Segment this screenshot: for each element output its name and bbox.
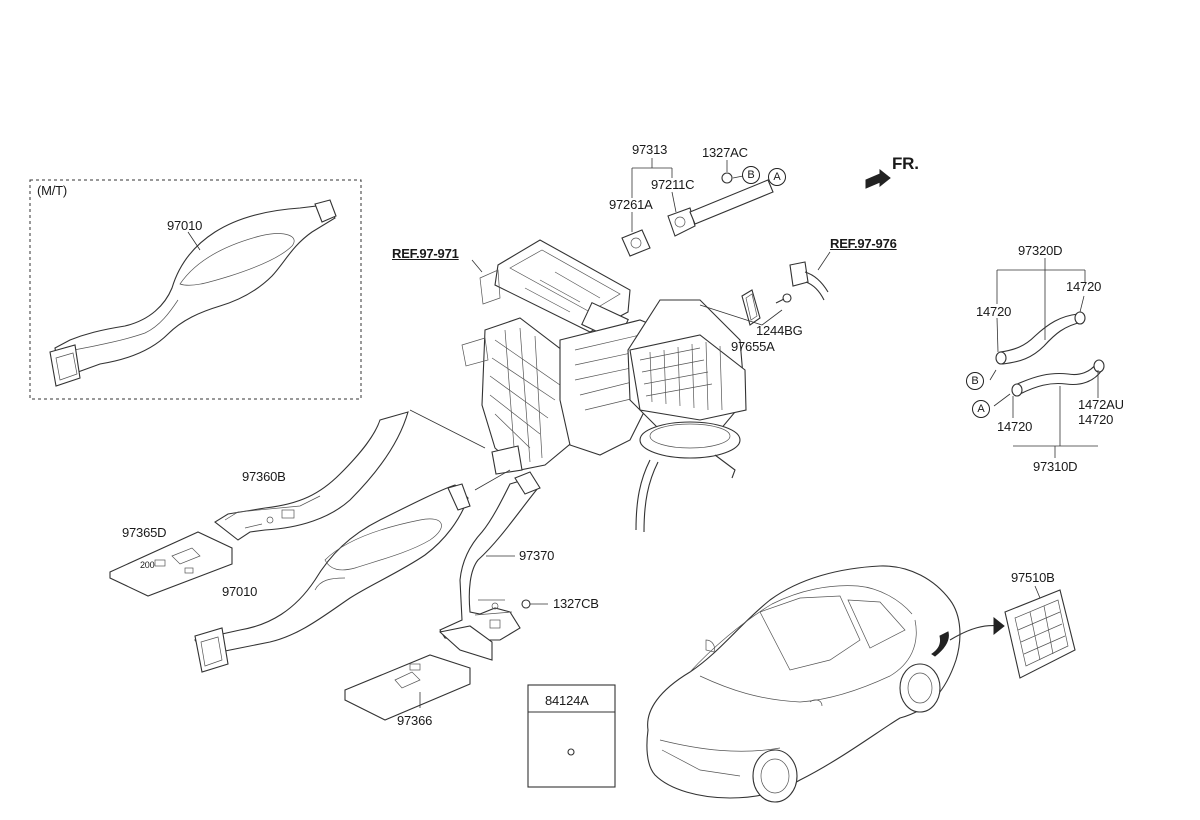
duct-97010-rear [194, 483, 471, 673]
callout-a-hose: A [972, 400, 990, 418]
gasket-97261A [621, 229, 651, 257]
label-1472AU: 1472AU [1078, 397, 1124, 412]
tray-97366 [344, 654, 471, 721]
hvac-assembly [461, 239, 829, 533]
part-box-84124A [527, 684, 616, 788]
label-97365D: 97365D [122, 525, 167, 540]
clip-1327CB [521, 599, 548, 609]
duct-97360B [214, 411, 409, 541]
label-97261A: 97261A [609, 197, 653, 212]
label-14720-bottom-right: 14720 [1078, 412, 1114, 427]
callout-b: B [742, 166, 760, 184]
mt-box-frame [29, 179, 362, 400]
screw-1244BG [775, 293, 792, 304]
vent-grille-97510B [1004, 585, 1076, 679]
callout-a: A [768, 168, 786, 186]
label-1244BG: 1244BG [756, 323, 803, 338]
label-14720-top-right: 14720 [1066, 279, 1102, 294]
hose-leaders [989, 258, 1099, 458]
label-14720-top-left: 14720 [976, 304, 1012, 319]
hose-97310D [1011, 359, 1105, 397]
label-97310D: 97310D [1033, 459, 1078, 474]
callout-b-hose: B [966, 372, 984, 390]
label-97211C: 97211C [651, 177, 695, 192]
leader-97010-mt [187, 231, 201, 251]
label-1327AC: 1327AC [702, 145, 748, 160]
label-97370: 97370 [519, 548, 555, 563]
label-97360B: 97360B [242, 469, 286, 484]
gasket-97655A [741, 289, 761, 326]
mark-200: 200 [140, 560, 155, 570]
duct-97370 [438, 471, 541, 661]
ref-97-976: REF.97-976 [830, 236, 897, 251]
mt-box-title: (M/T) [37, 183, 68, 198]
label-97366: 97366 [397, 713, 433, 728]
ref-97-971: REF.97-971 [392, 246, 459, 261]
leaders-top [409, 158, 831, 491]
plate-97211C [667, 179, 774, 237]
nut-1327AC [721, 172, 733, 184]
hose-97320D [995, 311, 1086, 365]
tray-97365D [109, 531, 233, 597]
label-97010-mt: 97010 [167, 218, 203, 233]
front-arrow-icon [865, 168, 891, 189]
label-97313: 97313 [632, 142, 668, 157]
label-97655A: 97655A [731, 339, 775, 354]
label-1327CB: 1327CB [553, 596, 599, 611]
label-97510B: 97510B [1011, 570, 1055, 585]
duct-97010-mt [49, 199, 337, 387]
label-97320D: 97320D [1018, 243, 1063, 258]
label-14720-bottom-left: 14720 [997, 419, 1033, 434]
label-84124A: 84124A [545, 693, 589, 708]
front-label: FR. [892, 154, 919, 173]
label-97010-rear: 97010 [222, 584, 258, 599]
plug-84124A [567, 748, 575, 756]
car-illustration [646, 565, 1005, 803]
